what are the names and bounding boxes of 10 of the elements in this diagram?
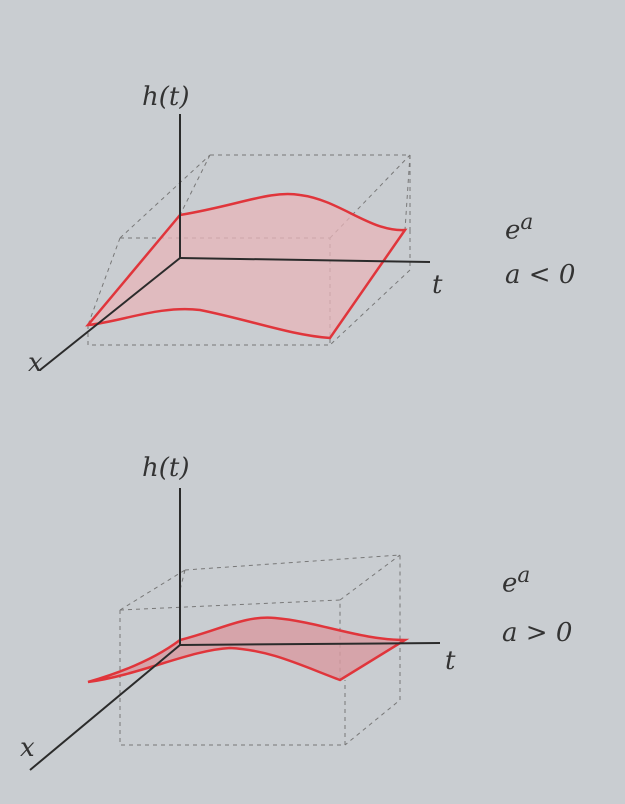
axis-label: t	[445, 648, 456, 674]
axis-label: t	[432, 272, 442, 298]
axis-label: h(t)	[142, 84, 190, 110]
condition-label: a < 0	[505, 262, 576, 288]
axis-label: x	[28, 350, 43, 376]
axis-label: h(t)	[142, 455, 190, 481]
condition-label: a > 0	[502, 620, 572, 646]
formula-label: e$^{a}$	[502, 565, 530, 597]
axis-label: x	[20, 735, 35, 761]
formula-label: e$^{a}$	[505, 212, 534, 244]
